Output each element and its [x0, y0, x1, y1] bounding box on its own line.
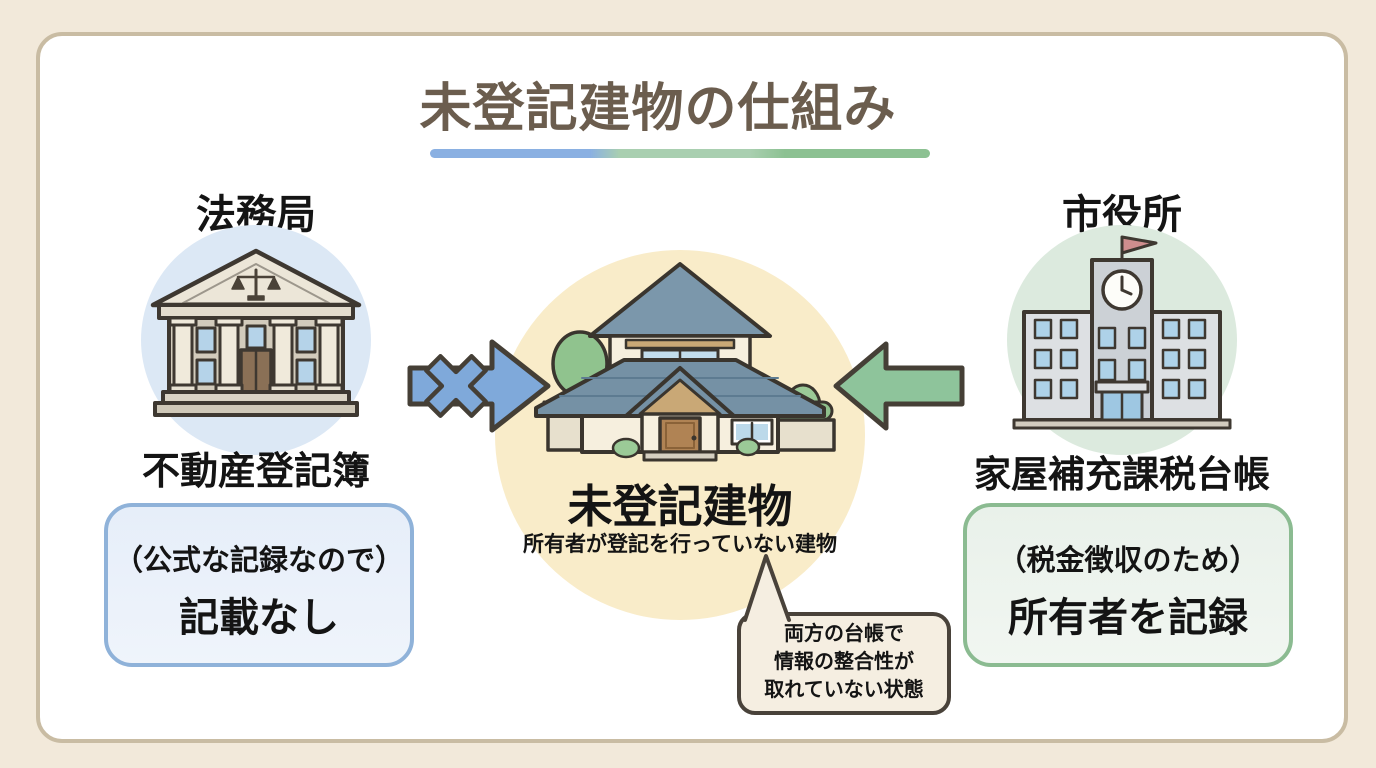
page-title: 未登記建物の仕組み [419, 80, 897, 138]
right-section-label: 家屋補充課税台帳 [974, 454, 1270, 495]
left-note-line2: 記載なし [179, 596, 339, 640]
clock-icon [1101, 269, 1143, 311]
center-section-heading: 未登記建物 [567, 481, 793, 532]
bubble-line3: 取れていない状態 [764, 679, 924, 701]
courthouse-icon [150, 248, 362, 417]
house-icon [534, 262, 836, 462]
scales-icon [231, 268, 281, 301]
flag-icon [1120, 235, 1158, 255]
right-note-box: （税金徴収のため） 所有者を記録 [963, 503, 1293, 667]
right-note-line2: 所有者を記録 [1008, 596, 1248, 640]
left-section-label: 不動産登記簿 [141, 451, 370, 493]
right-note-line1: （税金徴収のため） [997, 545, 1259, 577]
center-section-description: 所有者が登記を行っていない建物 [523, 533, 837, 556]
title-underline [430, 149, 930, 158]
bubble-line1: 両方の台帳で [784, 623, 904, 645]
left-note-line1: （公式な記録なので） [113, 545, 404, 577]
cityhall-icon [1012, 235, 1232, 430]
bubble-line2: 情報の整合性が [774, 651, 914, 673]
left-note-box: （公式な記録なので） 記載なし [104, 503, 414, 667]
speech-bubble: 両方の台帳で 情報の整合性が 取れていない状態 [737, 612, 951, 715]
